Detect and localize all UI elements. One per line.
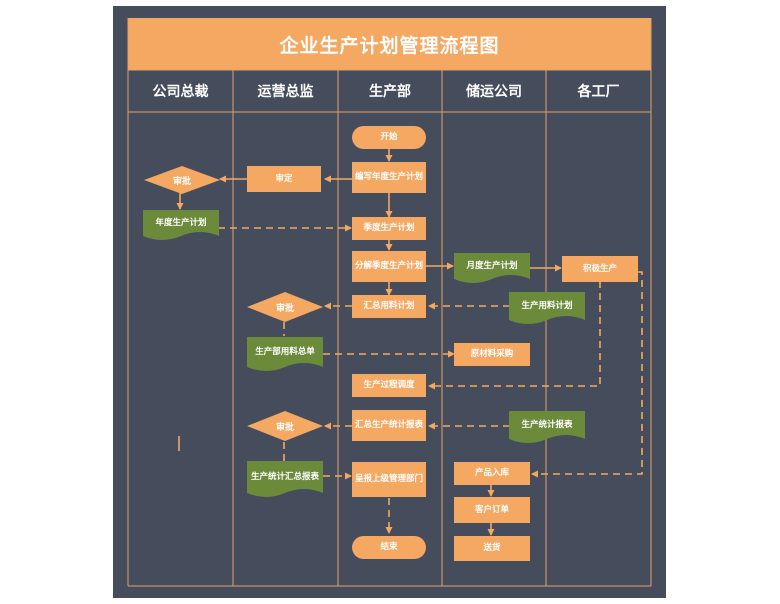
document-shape <box>509 292 585 324</box>
material-plan-document: 生产用料计划 <box>509 292 585 326</box>
lane-header-factories: 各工厂 <box>577 84 620 100</box>
production-stats-report-document: 生产统计报表 <box>509 411 585 445</box>
delivery-step: 送货 <box>454 536 530 561</box>
annual-plan-document: 年度生产计划 <box>143 210 219 242</box>
end-terminal: 结束 <box>352 536 426 559</box>
diamond-shape <box>144 166 220 194</box>
product-warehousing-step: 产品入库 <box>454 462 530 485</box>
department-material-summary-document: 生产部用料总单 <box>247 337 323 373</box>
stats-summary-report-document: 生产统计汇总报表 <box>247 461 323 499</box>
document-shape <box>454 253 530 283</box>
summarize-material-plan-step: 汇总用料计划 <box>352 295 426 318</box>
diamond-shape <box>247 292 323 322</box>
approve-label-3: 审批 <box>275 422 294 433</box>
edge-factory-to-dispatch <box>428 281 601 390</box>
start-terminal: 开始 <box>352 126 426 149</box>
monthly-plan-label: 月度生产计划 <box>466 260 518 271</box>
draft-annual-plan-step: 编写年度生产计划 <box>352 162 426 193</box>
flowchart-board: 企业生产计划管理流程图 公司总裁 运营总监 生产部 储运公司 各工厂 <box>113 6 666 598</box>
edge-factory-to-warehouse <box>531 271 643 478</box>
diamond-shape <box>247 411 323 441</box>
annual-plan-label: 年度生产计划 <box>155 217 207 228</box>
department-material-summary-label: 生产部用料总单 <box>255 346 315 357</box>
document-shape <box>509 411 585 443</box>
summarize-stats-report-step: 汇总生产统计报表 <box>352 410 426 441</box>
approve-decision-1: 审批 <box>144 166 220 194</box>
review-step: 审定 <box>247 166 321 192</box>
document-shape <box>247 337 323 371</box>
diagram-title: 企业生产计划管理流程图 <box>128 18 651 70</box>
approve-decision-3: 审批 <box>247 411 323 441</box>
lane-header-operations-director: 运营总监 <box>257 84 314 100</box>
stats-summary-report-label: 生产统计汇总报表 <box>251 471 320 482</box>
document-shape <box>247 461 323 497</box>
lane-header-logistics-company: 储运公司 <box>466 84 522 100</box>
process-dispatch-step: 生产过程调度 <box>352 374 426 397</box>
submit-to-management-step: 呈报上级管理部门 <box>352 462 426 497</box>
customer-order-step: 客户订单 <box>454 497 530 523</box>
monthly-plan-document: 月度生产计划 <box>454 253 530 285</box>
approve-label-2: 审批 <box>275 303 294 314</box>
lane-header-production-dept: 生产部 <box>369 84 411 100</box>
connector-layer <box>176 148 643 536</box>
lane-header-president: 公司总裁 <box>152 84 209 100</box>
split-quarterly-plan-step: 分解季度生产计划 <box>352 251 426 282</box>
approve-label-1: 审批 <box>172 176 191 187</box>
raw-material-purchase-step: 原材料采购 <box>454 343 530 366</box>
active-production-step: 积极生产 <box>562 256 638 282</box>
production-stats-report-label: 生产统计报表 <box>521 419 573 430</box>
approve-decision-2: 审批 <box>247 292 323 322</box>
quarterly-plan-step: 季度生产计划 <box>352 217 426 240</box>
material-plan-label: 生产用料计划 <box>521 300 573 311</box>
lane-lines <box>127 18 652 587</box>
document-shape <box>143 210 219 240</box>
